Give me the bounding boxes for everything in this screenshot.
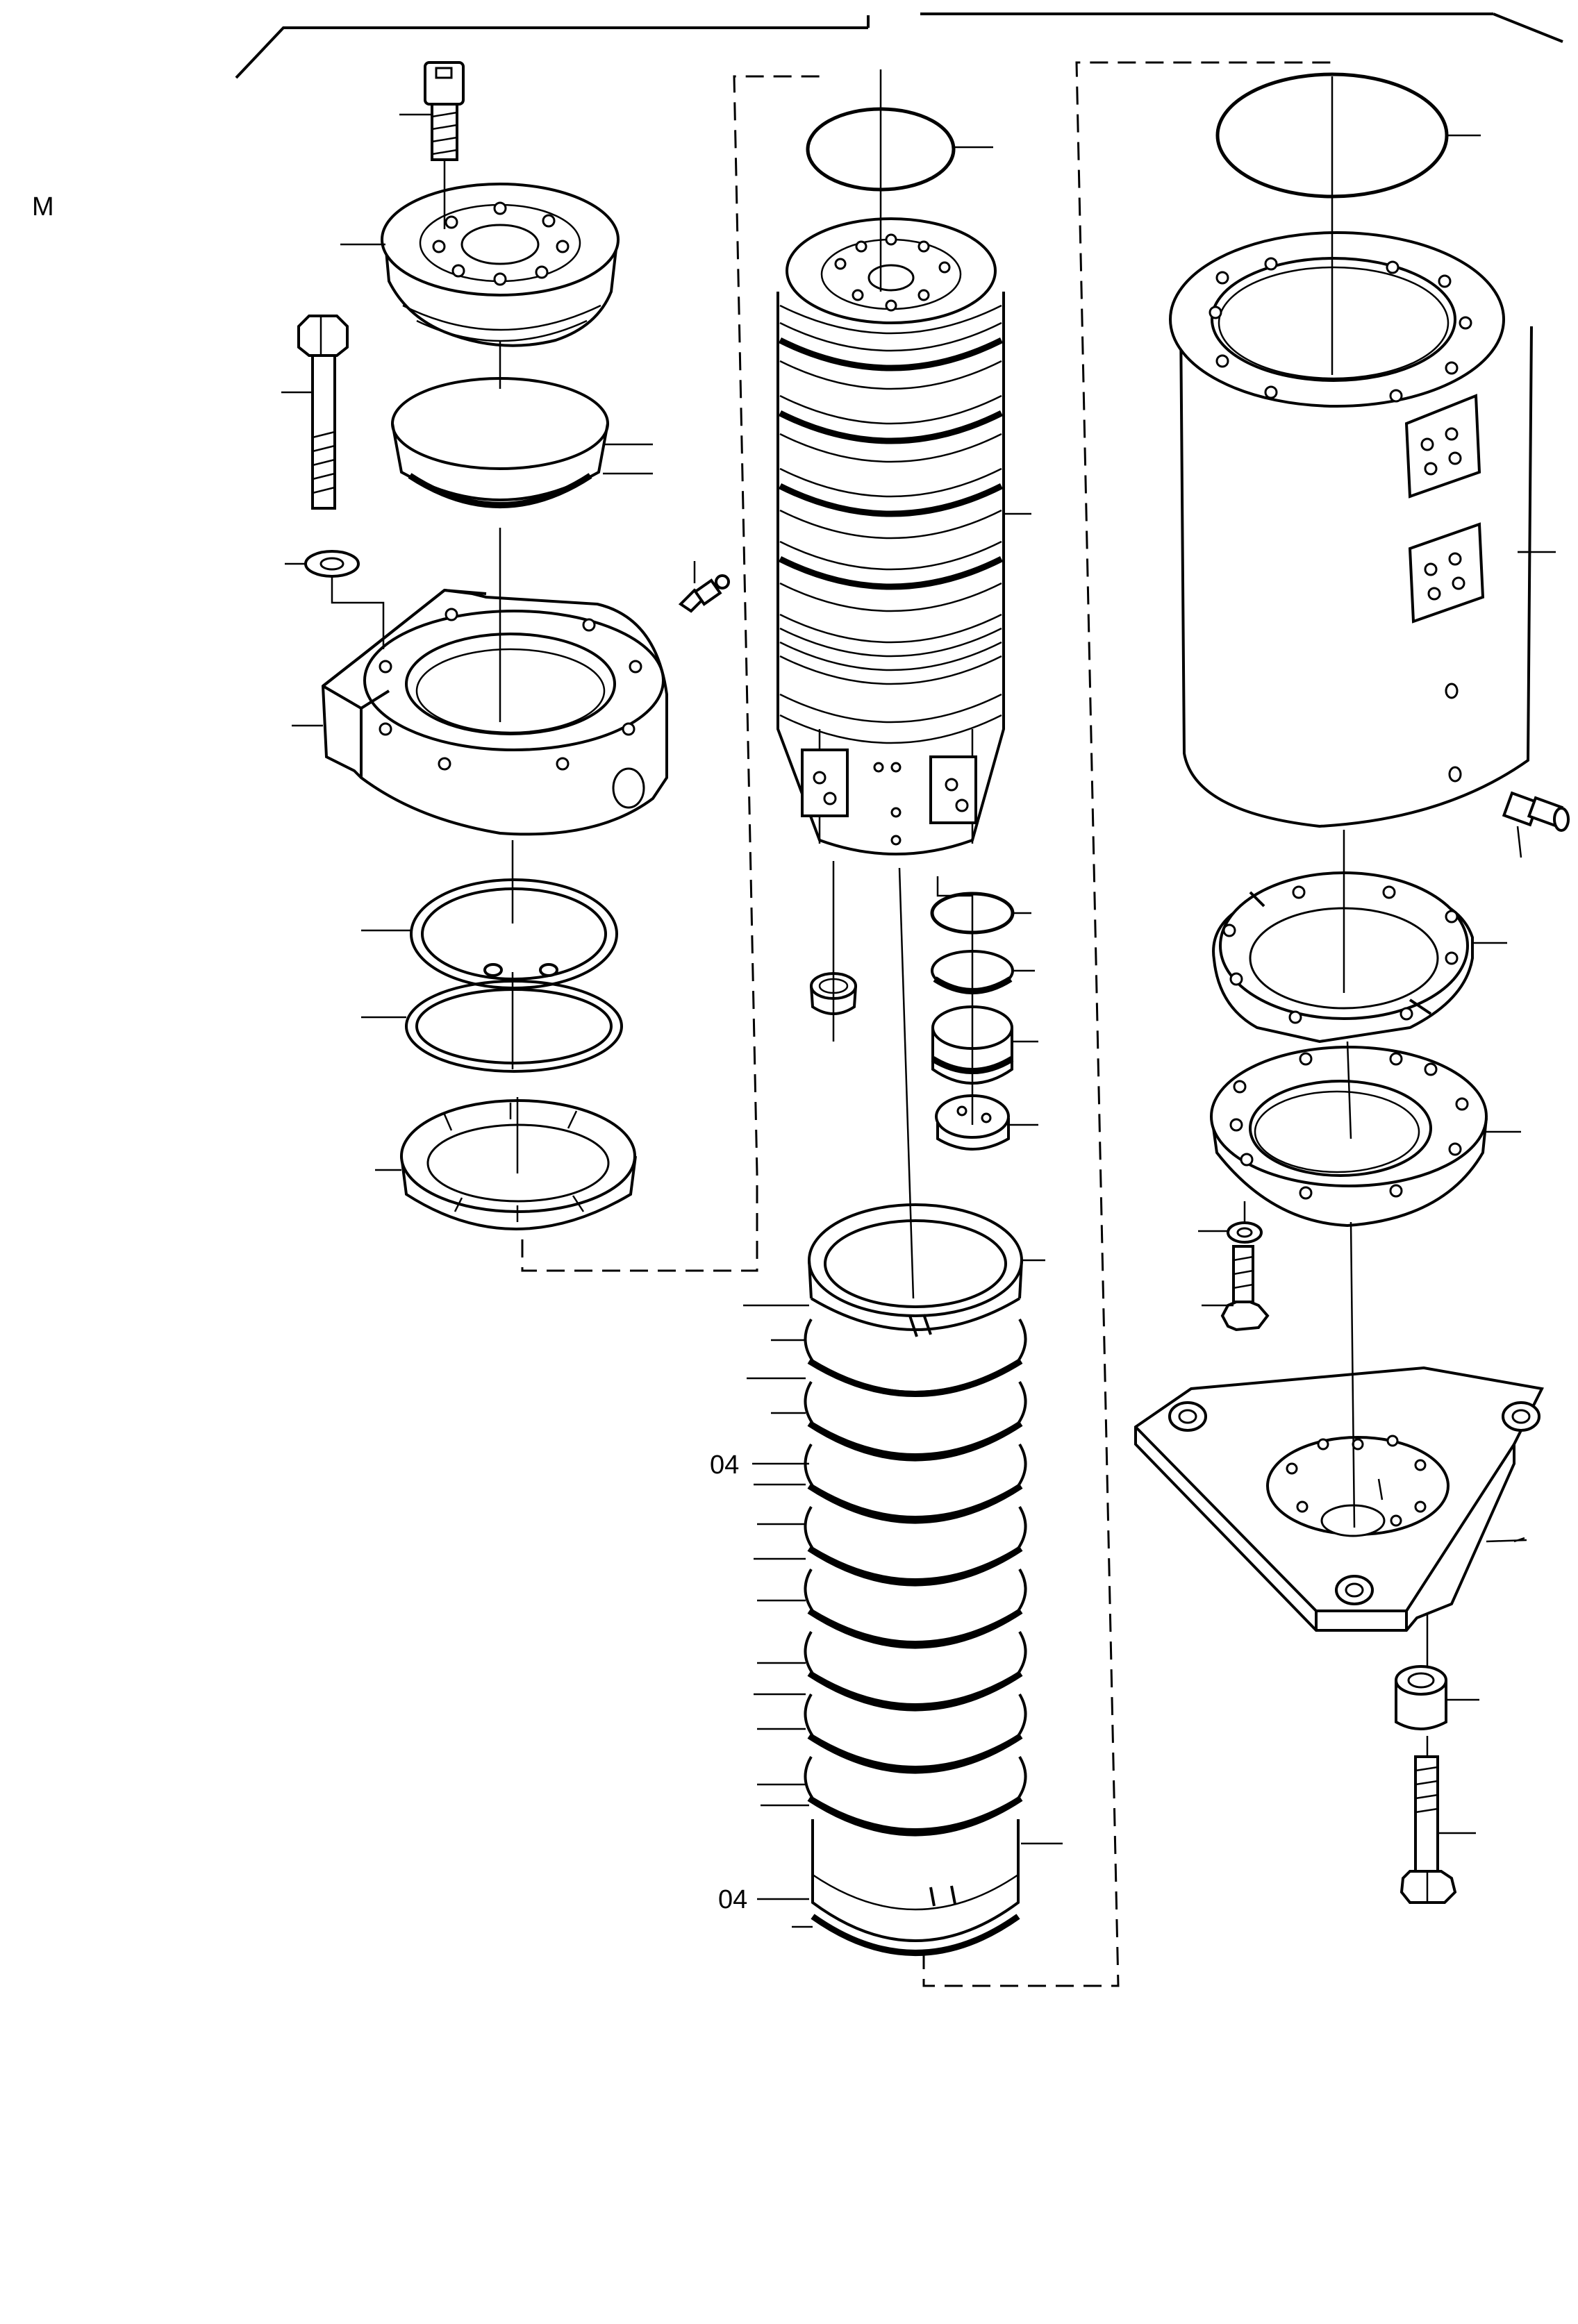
hex-bolt-part [281, 315, 349, 510]
spacer-part [1395, 1665, 1479, 1730]
page-letter: M [32, 192, 54, 221]
center-column-assembly: 04 04 [710, 61, 1334, 1987]
center-group-bracket [922, 61, 1334, 1987]
cap-screw-part [399, 61, 465, 161]
grease-nipple-part [678, 561, 730, 613]
center-center-lines [832, 69, 974, 1299]
retainer-ring-part [391, 377, 653, 508]
bearing-housing-part [292, 588, 668, 836]
ring-band-04 [804, 1505, 1027, 1587]
ring-band-07 [804, 1693, 1027, 1774]
ring-band-01 [804, 1318, 1027, 1397]
top-o-ring-part [806, 107, 993, 192]
front-ring-callout-label: 04 [710, 1451, 739, 1480]
left-center-lines [331, 160, 519, 1173]
left-group-bracket [521, 75, 820, 1272]
housing-cylinder-part [1169, 231, 1556, 828]
ring-band-08 [804, 1755, 1027, 1837]
bearing-flange-part [1210, 1046, 1521, 1228]
mounting-plate-part [1134, 1366, 1544, 1632]
washer-part [285, 550, 360, 578]
top-cover-part [340, 183, 620, 347]
ring-band-05 [804, 1568, 1027, 1649]
piston-ring-stack [743, 1203, 1063, 1956]
left-column-assembly [281, 61, 820, 1272]
flange-bolt-part [1198, 1221, 1270, 1332]
elbow-fitting-part [1502, 791, 1570, 858]
thrust-washer-part [375, 1099, 637, 1230]
right-column-assembly [1134, 72, 1570, 1904]
right-center-lines [1243, 76, 1429, 1757]
ring-band-03 [804, 1443, 1027, 1524]
rotor-part [776, 217, 1031, 855]
split-ring-b-part [361, 963, 623, 1073]
ring-band-06 [804, 1630, 1027, 1712]
page-frame [235, 12, 1563, 79]
small-seal-stack [930, 892, 1038, 1151]
large-o-ring-part [1215, 72, 1481, 199]
split-flange-part [1212, 871, 1507, 1044]
long-bolt-part [1400, 1755, 1476, 1904]
rear-ring-callout-label: 04 [718, 1885, 747, 1914]
ring-band-02 [804, 1380, 1027, 1462]
